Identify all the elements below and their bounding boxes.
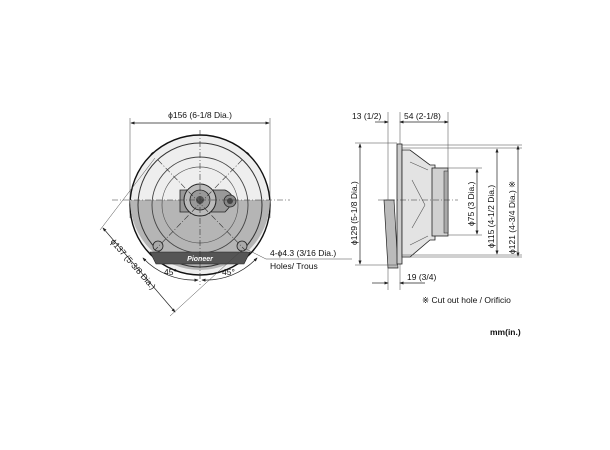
holes-spec-label: 4-ϕ4.3 (3/16 Dia.) [270, 248, 336, 258]
cutout-diameter-label: ϕ121 (4-3/4 Dia.) ※ [507, 181, 517, 254]
overall-diameter-label: ϕ156 (6-1/8 Dia.) [168, 110, 232, 120]
holes-label: Holes/ Trous [270, 261, 318, 271]
flange-depth-label: 13 (1/2) [352, 111, 381, 121]
pioneer-logo: Pioneer [187, 256, 214, 263]
cutout-note: ※ Cut out hole / Orificio [422, 295, 511, 305]
basket-diameter-label: ϕ115 (4-1/2 Dia.) [486, 185, 496, 248]
units-label: mm(in.) [490, 327, 521, 337]
magnet-diameter-label: ϕ75 (3 Dia.) [466, 181, 476, 226]
side-view: 13 (1/2) 54 (2-1/8) ϕ129 (5-1/8 Dia.) ϕ7… [349, 111, 522, 290]
grille-depth-label: 19 (3/4) [407, 272, 436, 282]
angle-left-label: 45° [164, 267, 177, 277]
angle-right-label: 45° [222, 267, 235, 277]
front-view: ϕ156 (6-1/8 Dia.) Pioneer ϕ137 (5-3/8 Di… [99, 110, 352, 317]
flange-diameter-label: ϕ129 (5-1/8 Dia.) [349, 181, 359, 245]
mount-depth-label: 54 (2-1/8) [404, 111, 441, 121]
